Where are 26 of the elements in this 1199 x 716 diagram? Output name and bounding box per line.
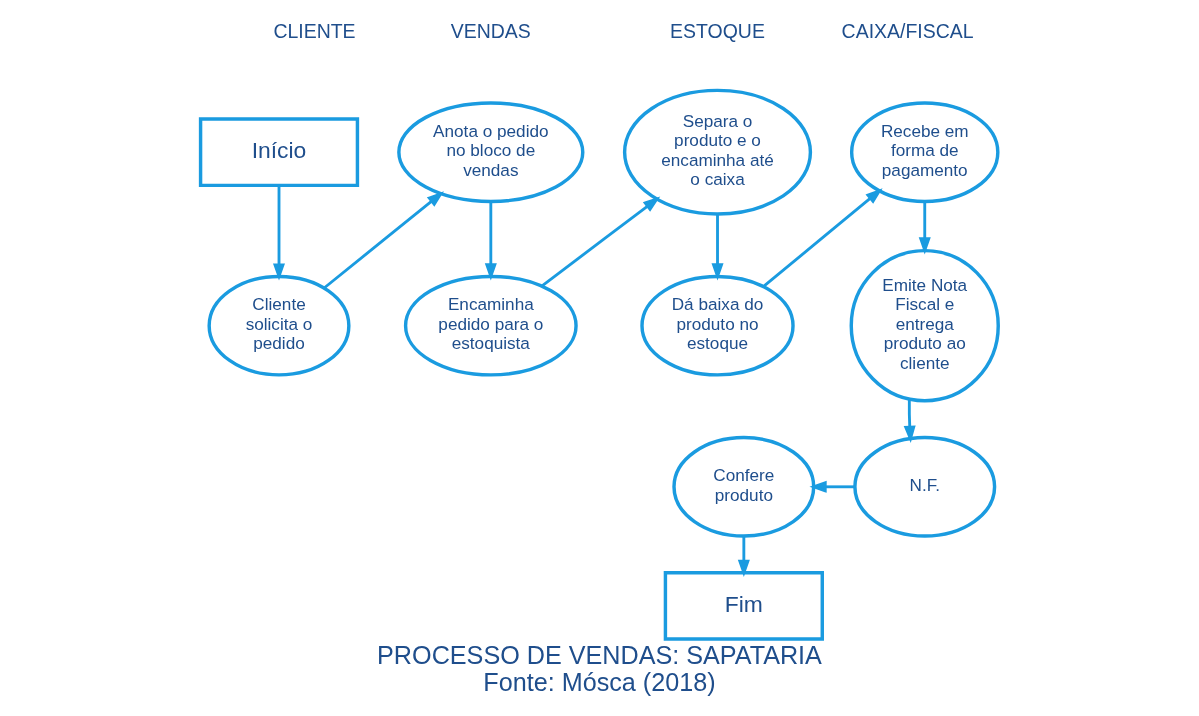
label: VENDAS xyxy=(450,20,531,43)
node-ellipse: N.F. xyxy=(853,435,997,538)
node-ellipse: Encaminha pedido para o estoquista xyxy=(403,274,578,377)
arrow xyxy=(711,214,724,281)
node-ellipse: Anota o pedido no bloco de vendas xyxy=(397,101,585,204)
node-ellipse: Separa o produto e o encaminha até o caixa xyxy=(622,88,813,216)
caption: Fonte: Mósca (2018) xyxy=(483,668,716,697)
arrow xyxy=(903,399,916,443)
label: CAIXA/FISCAL xyxy=(841,20,974,43)
arrow xyxy=(540,196,661,288)
arrow xyxy=(762,188,883,288)
node-ellipse: Cliente solicita o pedido xyxy=(207,274,351,377)
label: ESTOQUE xyxy=(670,20,765,43)
node-box: Fim xyxy=(663,570,824,641)
label: CLIENTE xyxy=(273,20,356,43)
arrow xyxy=(484,201,497,281)
arrow xyxy=(918,201,931,255)
node-box: Início xyxy=(198,117,360,188)
node-ellipse: Dá baixa do produto no estoque xyxy=(640,274,795,377)
node-ellipse: Confere produto xyxy=(672,435,816,538)
arrow xyxy=(809,480,855,493)
arrow xyxy=(737,536,750,577)
node-circle: Emite Nota Fiscal e entrega produto ao cliente xyxy=(849,248,1000,403)
arrow xyxy=(323,191,444,290)
diagram-title: PROCESSO DE VENDAS: SAPATARIA xyxy=(377,640,822,669)
arrow xyxy=(273,185,286,281)
